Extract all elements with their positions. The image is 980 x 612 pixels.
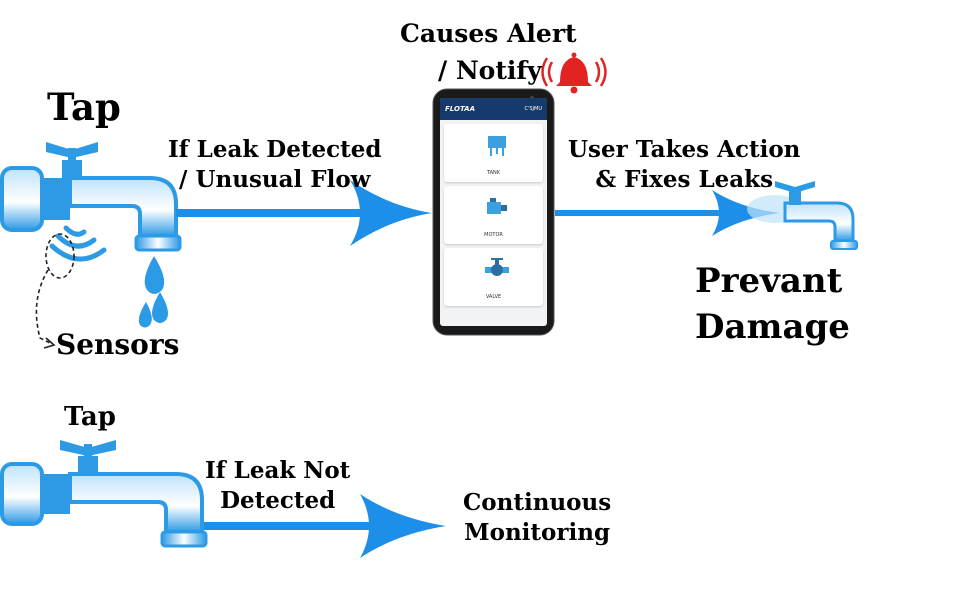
monitoring-label: Continuous Monitoring [463, 489, 612, 546]
leak-not-detected-label: If Leak Not Detected [205, 457, 351, 514]
faucet-icon [747, 181, 858, 250]
tap-label-bottom: Tap [64, 402, 116, 432]
arrow-leak-not-detected [204, 494, 446, 558]
tank-icon [488, 136, 506, 156]
motor-icon [487, 198, 507, 214]
faucet-icon [0, 440, 208, 548]
app-screen: FLOTAA C'SJMU TANK MOTOR [440, 98, 547, 326]
app-header: FLOTAA C'SJMU [440, 98, 547, 120]
valve-icon [485, 258, 509, 276]
tap-label-top: Tap [47, 85, 121, 129]
arrow-leak-detected [176, 180, 432, 246]
app-brand: FLOTAA [445, 105, 476, 113]
outcome-label: Prevant Damage [695, 261, 850, 347]
wifi-signal-icon [49, 225, 107, 262]
water-drops-icon [138, 256, 168, 328]
leak-detected-label: If Leak Detected / Unusual Flow [168, 136, 382, 193]
bell-icon [541, 52, 607, 94]
sensors-label: Sensors [56, 328, 180, 361]
arrow-user-action [555, 190, 780, 236]
motor-card[interactable]: MOTOR [444, 186, 543, 244]
tank-card[interactable]: TANK [444, 124, 543, 182]
valve-card[interactable]: VALVE [444, 248, 543, 306]
smartphone-icon: FLOTAA C'SJMU TANK MOTOR [432, 88, 555, 336]
user-action-label: User Takes Action & Fixes Leaks [568, 136, 801, 193]
tank-label: TANK [486, 170, 501, 176]
alert-label-line1: Causes Alert [400, 19, 577, 48]
alert-label-line2: / Notify [438, 56, 542, 85]
motor-label: MOTOR [484, 232, 503, 238]
faucet-icon [0, 142, 182, 252]
app-user[interactable]: C'SJMU [524, 106, 543, 112]
valve-label: VALVE [485, 294, 502, 300]
